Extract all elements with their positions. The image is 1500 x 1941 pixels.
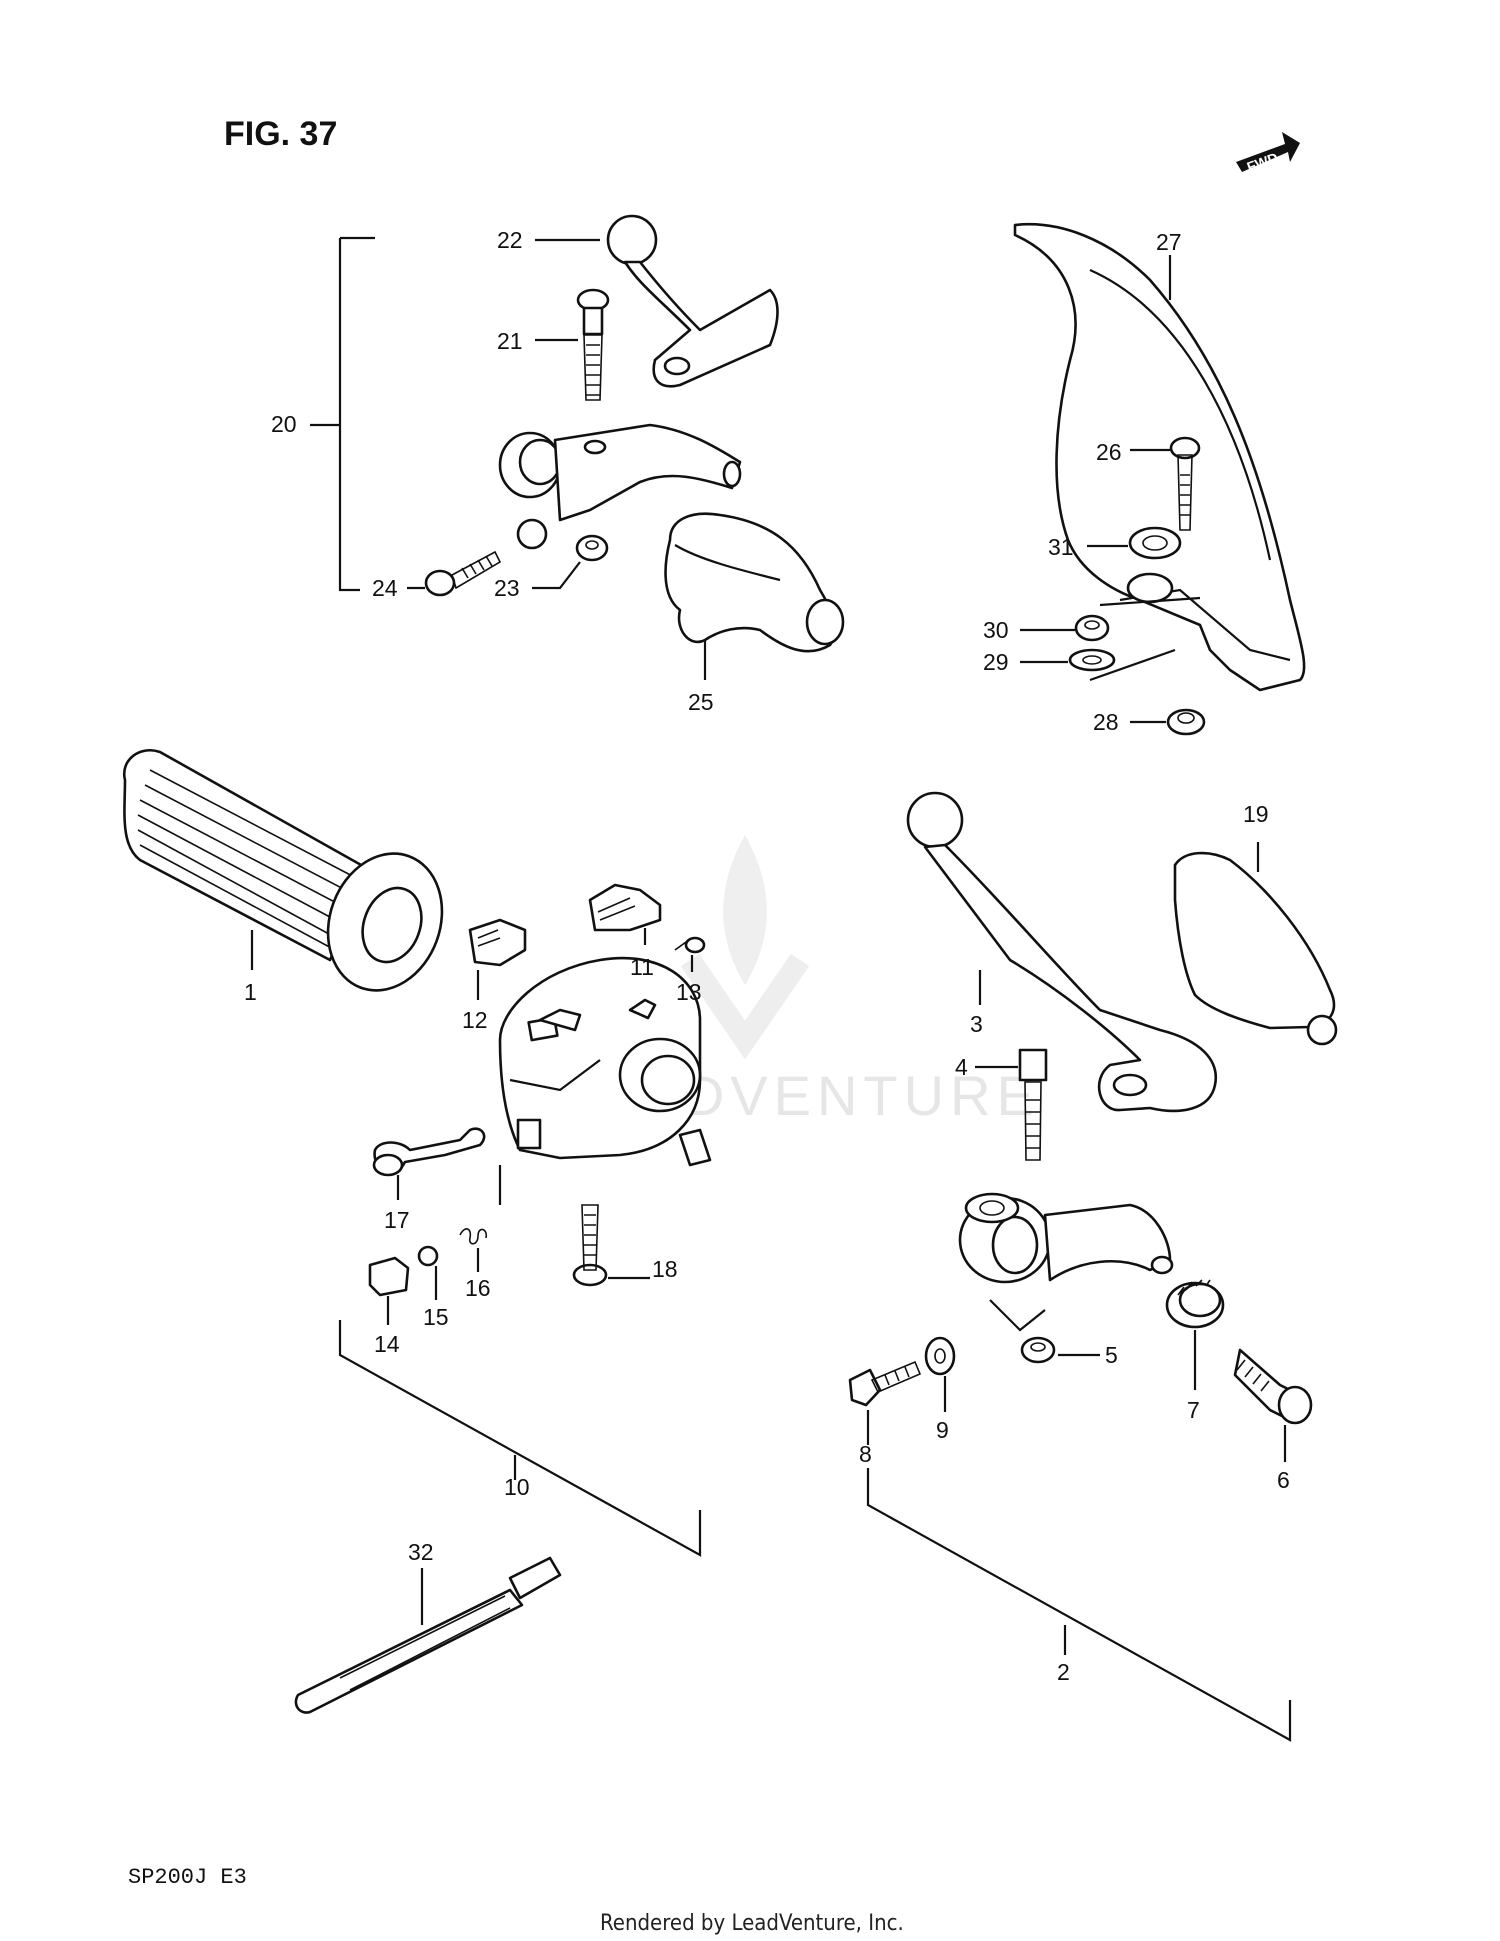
callout-24: 24 [372, 575, 398, 601]
part-15-ball [417, 1245, 439, 1267]
callout-21: 21 [497, 328, 523, 354]
part-28-nut [1166, 708, 1206, 736]
callout-32: 32 [408, 1539, 434, 1565]
part-24-screw [424, 550, 502, 597]
part-13-screw [674, 936, 706, 954]
part-20-lever-bracket [498, 423, 742, 550]
fwd-arrow-icon: FWD [1236, 132, 1300, 175]
part-27-hand-guard [1013, 222, 1306, 692]
callout-26: 26 [1096, 439, 1122, 465]
callout-25: 25 [688, 689, 714, 715]
part-8-bolt [848, 1360, 922, 1407]
callout-4: 4 [955, 1054, 968, 1080]
callout-2: 2 [1057, 1659, 1070, 1685]
part-22-lever [606, 214, 779, 388]
leader-lines [250, 236, 1292, 1742]
callout-6: 6 [1277, 1467, 1290, 1493]
callout-14: 14 [374, 1331, 400, 1357]
callout-5: 5 [1105, 1342, 1118, 1368]
callout-27: 27 [1156, 229, 1182, 255]
callout-15: 15 [423, 1304, 449, 1330]
callout-1: 1 [244, 979, 257, 1005]
callout-29: 29 [983, 649, 1009, 675]
part-19-lever-cover [1173, 851, 1338, 1046]
part-10-switch-housing [498, 956, 712, 1167]
footer-credit: Rendered by LeadVenture, Inc. [600, 1911, 904, 1936]
callout-23: 23 [494, 575, 520, 601]
part-5-nut [1020, 1336, 1056, 1364]
part-7-locknut [1165, 1279, 1225, 1329]
callout-28: 28 [1093, 709, 1119, 735]
callout-9: 9 [936, 1417, 949, 1443]
part-11-switch-knob [588, 883, 662, 932]
model-code: SP200J E3 [128, 1865, 247, 1890]
callout-12: 12 [462, 1007, 488, 1033]
callout-30: 30 [983, 617, 1009, 643]
part-3-lever [906, 791, 1218, 1113]
callout-16: 16 [465, 1275, 491, 1301]
part-6-adjuster [1233, 1348, 1313, 1425]
figure-title: FIG. 37 [224, 115, 337, 153]
fwd-badge-text: FWD [1245, 149, 1280, 175]
callout-18: 18 [652, 1256, 678, 1282]
callout-20: 20 [271, 411, 297, 437]
part-14-button [368, 1256, 410, 1297]
callout-3: 3 [970, 1011, 983, 1037]
callout-10: 10 [504, 1474, 530, 1500]
callout-11: 11 [630, 954, 654, 980]
part-16-spring [459, 1228, 488, 1245]
part-23-nut [575, 534, 609, 562]
part-2-lever-holder [958, 1192, 1174, 1332]
part-26-bolt [1169, 436, 1201, 531]
part-18-screw [572, 1204, 608, 1287]
callout-22: 22 [497, 227, 523, 253]
callout-8: 8 [859, 1441, 872, 1467]
part-30-nut [1074, 614, 1110, 642]
callout-31: 31 [1048, 534, 1074, 560]
callout-17: 17 [384, 1207, 410, 1233]
callout-labels: 22 21 20 24 23 25 27 26 31 30 29 28 1 12… [244, 227, 1290, 1685]
callout-7: 7 [1187, 1397, 1200, 1423]
part-4-bolt [1018, 1048, 1048, 1161]
part-32-strap [294, 1556, 562, 1714]
callout-13: 13 [676, 979, 702, 1005]
part-17-clip [372, 1127, 486, 1177]
part-12-switch-knob [468, 918, 527, 967]
part-29-washer [1068, 648, 1116, 672]
part-9-washer [924, 1336, 956, 1376]
part-1-grip [122, 749, 444, 992]
part-25-lever-cover [664, 512, 845, 653]
callout-19: 19 [1243, 801, 1269, 827]
part-31-washer [1128, 526, 1182, 560]
part-21-pivot-bolt [576, 288, 610, 401]
